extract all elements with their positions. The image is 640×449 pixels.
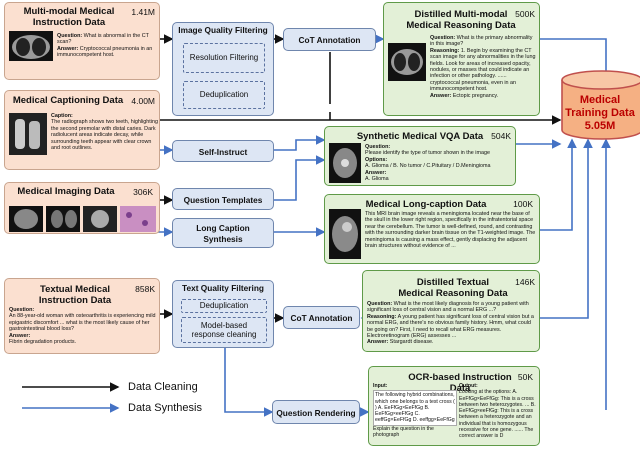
box-title: Medical Reasoning Data [406,20,516,31]
brain-mri-image [329,209,361,259]
box-content: Caption:The radiograph shows two teeth, … [51,113,158,152]
training-data-cylinder [561,70,640,140]
resolution-filtering: Resolution Filtering [183,43,265,73]
box-count: 146K [515,277,535,287]
box-count: 858K [135,284,155,294]
box-title: OCR-based Instruction Data [408,372,512,394]
cot-annotation-top: CoT Annotation [283,28,376,51]
box-count: 4.00M [131,96,155,106]
synthetic-vqa-box: Synthetic Medical VQA Data 504K Question… [324,126,516,186]
deduplication: Deduplication [183,81,265,109]
box-title: Medical Long-caption Data [365,199,487,210]
box-title: Medical Reasoning Data [398,288,508,299]
dental-xray-image [9,113,47,155]
box-title: Multi-modal Medical Instruction Data [23,6,115,28]
ocr-instruction-box: OCR-based Instruction Data 50K Input: Th… [368,366,540,446]
textual-instruction-box: Textual Medical Instruction Data 858K Qu… [4,278,160,354]
box-title: Textual Medical Instruction Data [38,284,112,306]
self-instruct: Self-Instruct [172,140,274,162]
box-content: This MRI brain image reveals a meningiom… [365,211,536,250]
box-title: Medical Captioning Data [12,95,124,106]
box-content: Question:An 88-year-old woman with osteo… [9,307,156,346]
ocr-output: Output:Looking at the options: A. EeFfGg… [459,383,536,440]
ct-scan-image [9,31,53,61]
ct-scan-image [388,43,426,81]
imaging-thumbnails [9,206,156,232]
box-content: Question: What is abnormal in the CT sca… [57,33,153,59]
captioning-data-box: Medical Captioning Data 4.00M Caption:Th… [4,90,160,170]
box-count: 306K [133,187,153,197]
legend-data-cleaning: Data Cleaning [128,381,198,393]
ocr-input: Input: The following hybrid combinations… [373,383,457,438]
long-caption-synthesis: Long Caption Synthesis [172,218,274,248]
long-caption-box: Medical Long-caption Data 100K This MRI … [324,194,540,264]
text-quality-filtering: Text Quality Filtering Deduplication Mod… [172,280,274,348]
box-count: 500K [515,9,535,19]
legend-data-synthesis: Data Synthesis [128,402,202,414]
box-count: 50K [517,372,533,382]
box-count: 504K [491,131,511,141]
box-content: Question: What is the most likely diagno… [367,301,534,346]
distilled-multimodal-box: Distilled Multi-modal Medical Reasoning … [383,2,540,116]
brain-mri-image [329,143,361,183]
box-title: Distilled Multi-modal [414,9,508,20]
box-content: Question:Please identify the type of tum… [365,144,491,183]
deduplication: Deduplication [181,299,267,313]
box-content: Question: What is the primary abnormalit… [430,35,536,99]
cot-annotation-bottom: CoT Annotation [283,306,360,329]
box-title: Medical Imaging Data [17,186,115,197]
box-count: 1.41M [131,7,155,17]
question-rendering: Question Rendering [272,400,360,424]
box-title: Distilled Textual [416,277,490,288]
distilled-textual-box: Distilled Textual Medical Reasoning Data… [362,270,540,352]
question-templates: Question Templates [172,188,274,210]
imaging-data-box: Medical Imaging Data 306K [4,182,160,234]
image-quality-filtering: Image Quality Filtering Resolution Filte… [172,22,274,116]
box-count: 100K [513,199,533,209]
box-title: Synthetic Medical VQA Data [356,131,484,142]
multimodal-instruction-box: Multi-modal Medical Instruction Data 1.4… [4,2,160,80]
